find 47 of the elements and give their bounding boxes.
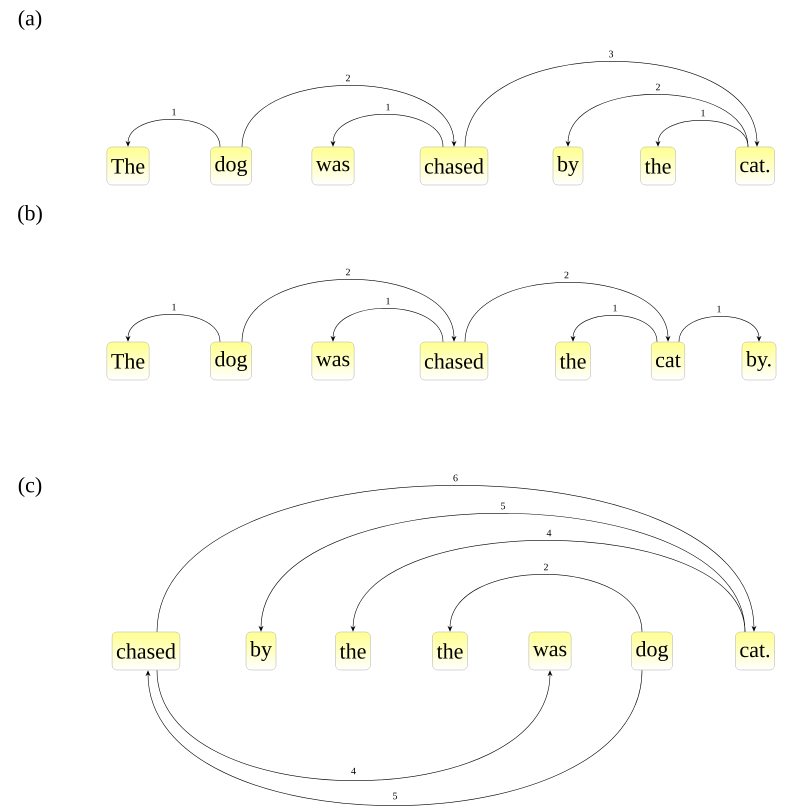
word-box: the (432, 632, 468, 670)
edge-label: 4 (350, 766, 357, 776)
edge-label: 3 (608, 50, 614, 58)
edge-label: 1 (700, 108, 706, 118)
arc-arrow (678, 316, 762, 342)
word-box: was (312, 146, 354, 186)
word-box: dog (631, 632, 673, 670)
edge-label: 1 (384, 102, 392, 112)
edge-label: 1 (170, 108, 178, 116)
arc-arrow (464, 61, 760, 148)
edge-label: 2 (344, 74, 352, 82)
edge-label: 1 (612, 304, 618, 312)
word-box: dog (210, 342, 252, 380)
edge-label: 5 (500, 502, 506, 510)
word-box: chased (112, 632, 180, 670)
edge-label: 4 (546, 528, 552, 538)
edge-label: 5 (392, 792, 398, 800)
word-box: cat. (735, 632, 775, 670)
edge-label: 2 (654, 82, 662, 92)
word-box: the (555, 342, 591, 380)
word-box: chased (420, 342, 488, 380)
word-box: dog (210, 146, 252, 186)
word-box: The (106, 342, 150, 380)
panel-label: (b) (18, 205, 42, 225)
edge-label: 1 (384, 296, 392, 306)
word-box: by (552, 146, 584, 186)
arc-arrow (464, 282, 671, 342)
edge-label: 2 (344, 268, 352, 276)
panel-label: (a) (18, 10, 42, 30)
word-box: cat (650, 342, 686, 380)
word-box: chased (420, 146, 488, 186)
arc-arrow (242, 85, 457, 148)
edge-label: 6 (452, 474, 459, 482)
word-box: was (528, 632, 572, 670)
word-box: by (246, 632, 276, 670)
edge-label: 2 (542, 562, 550, 572)
word-box: cat. (735, 146, 775, 186)
panel-label: (c) (18, 477, 42, 497)
word-box: the (335, 632, 371, 670)
word-box: by. (742, 342, 776, 380)
edge-label: 2 (563, 270, 570, 280)
arc-arrow (242, 279, 457, 342)
word-box: The (106, 146, 150, 186)
edge-label: 1 (170, 302, 178, 312)
word-box: the (640, 146, 676, 186)
edge-label: 1 (716, 304, 722, 314)
word-box: was (312, 342, 354, 380)
